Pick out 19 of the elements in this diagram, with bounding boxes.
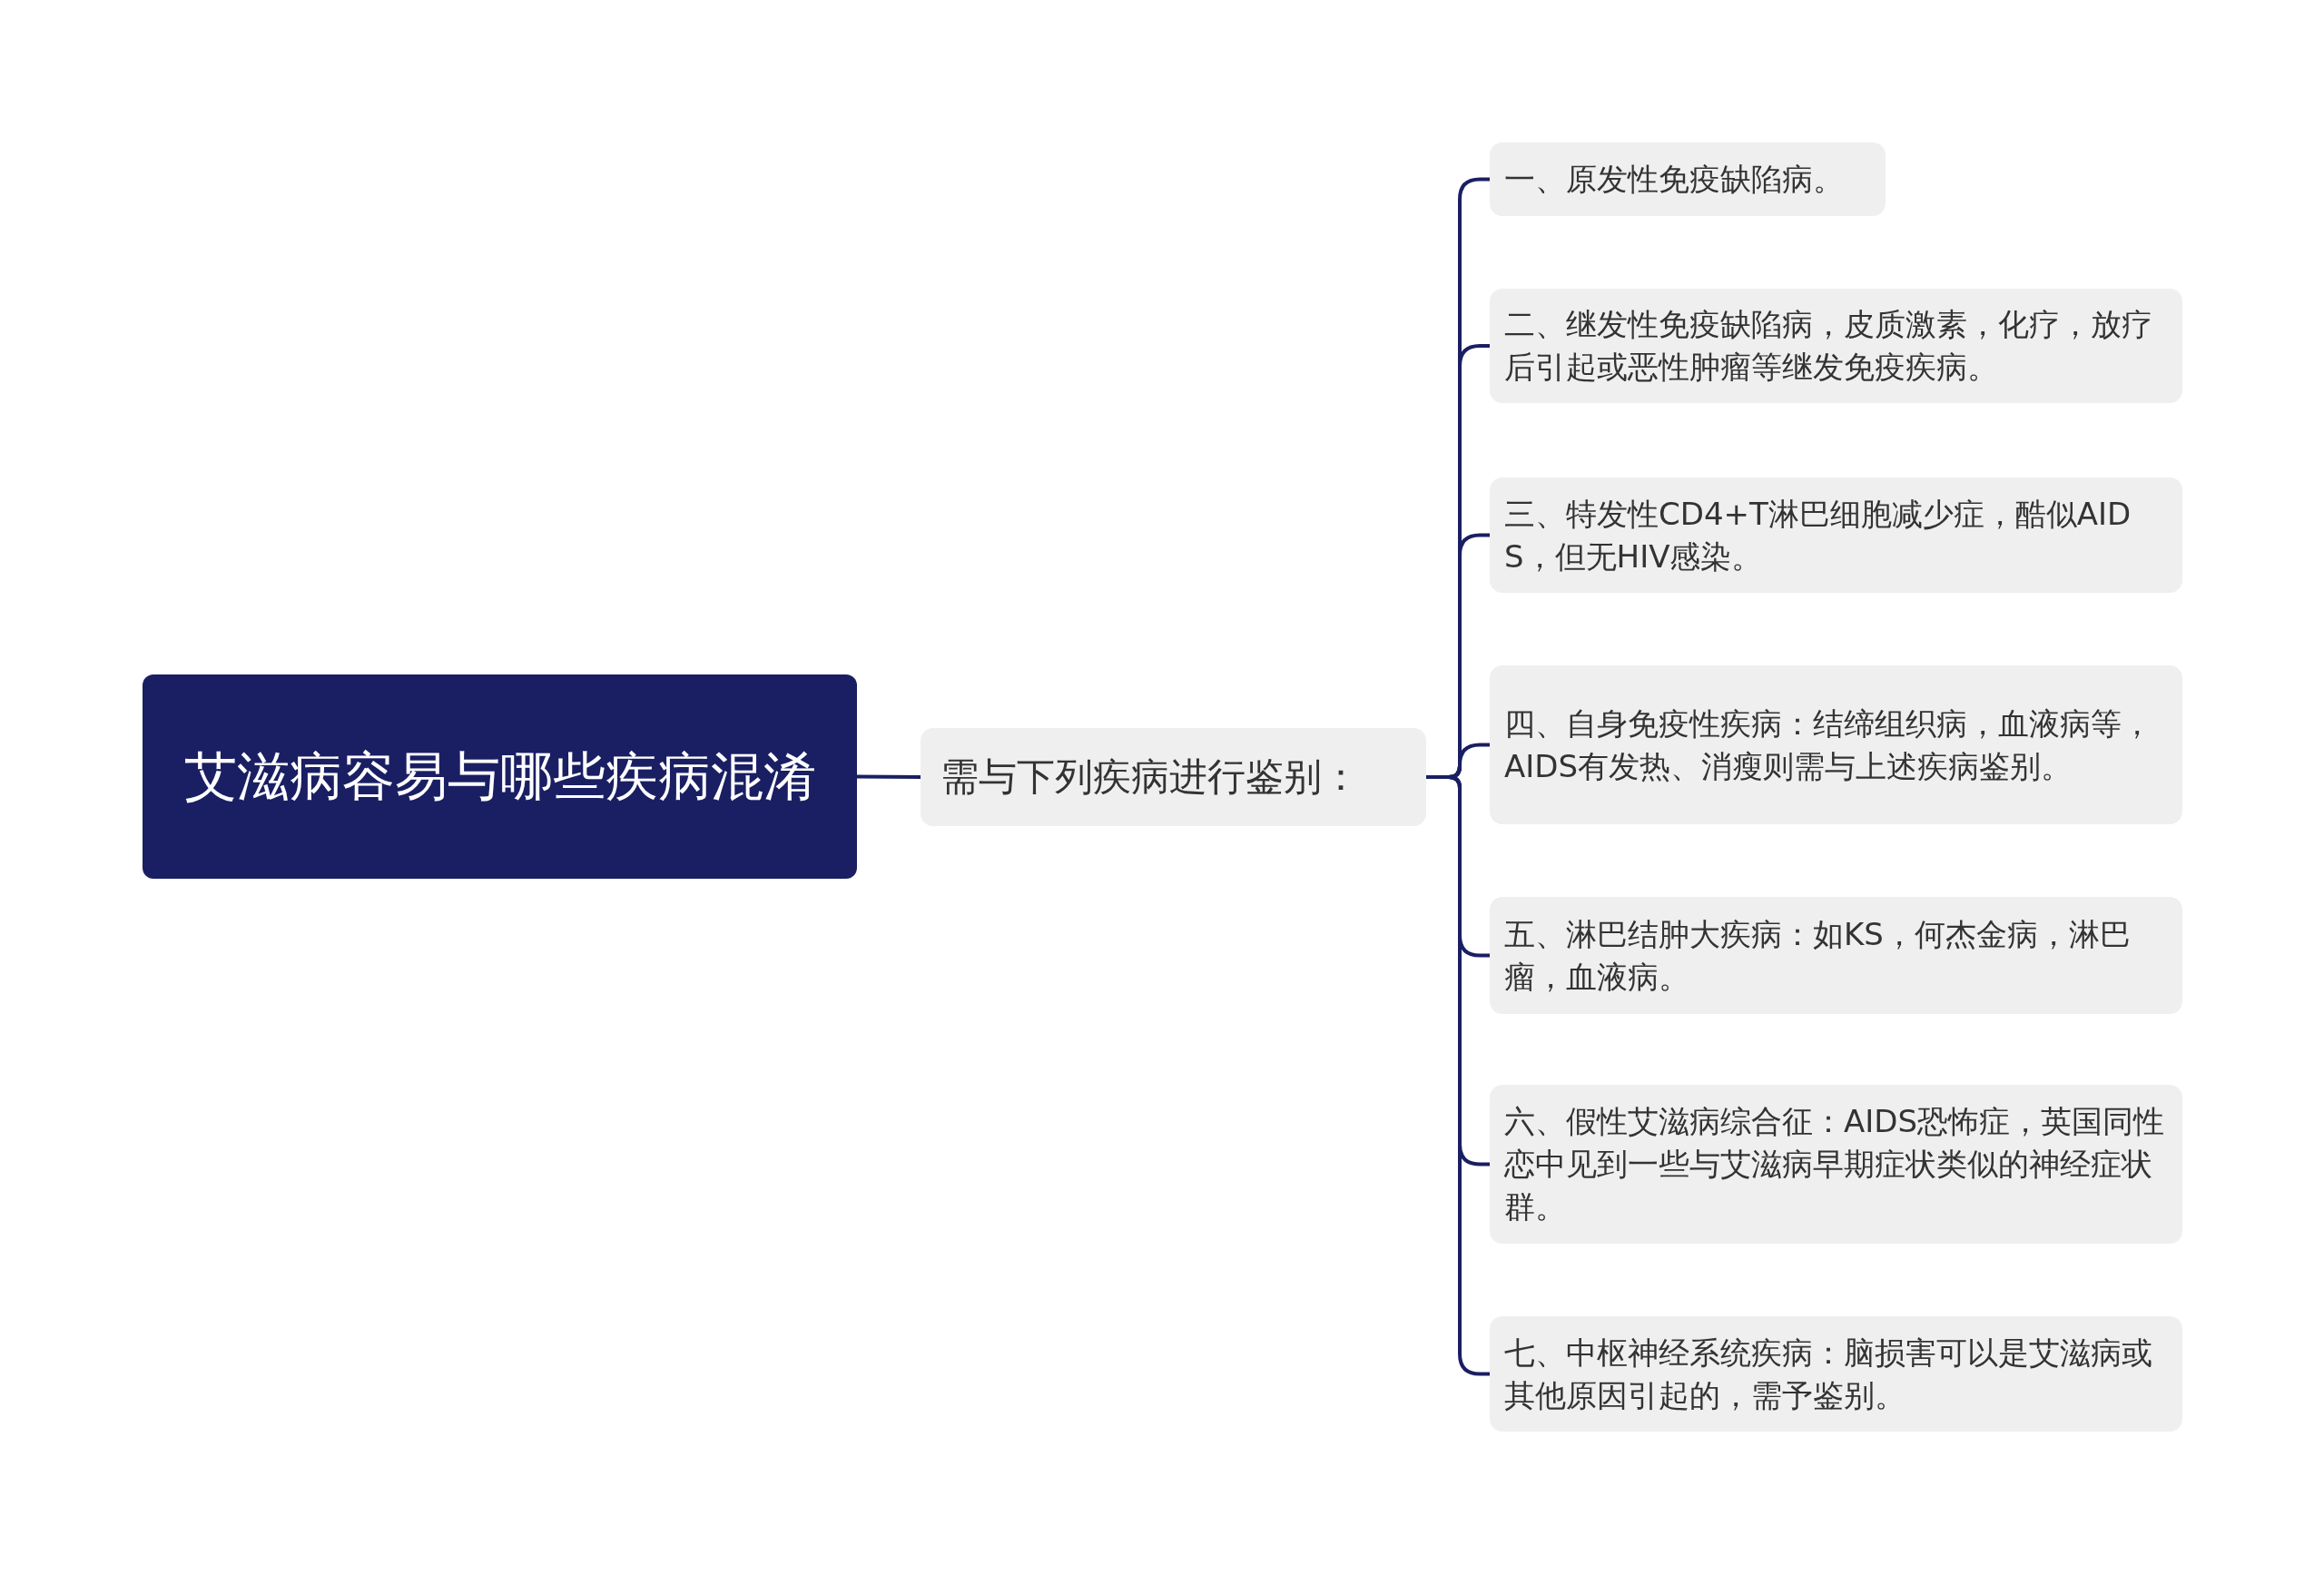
- node-text: 需与下列疾病进行鉴别：: [940, 753, 1360, 801]
- branch-box: [921, 728, 1426, 826]
- node-text: 三、特发性CD4+T淋巴细胞减少症，酷似AIDS，但无HIV感染。: [1504, 494, 2132, 576]
- leaf-box: [1490, 665, 2182, 824]
- leaf-box: [1490, 477, 2182, 593]
- node-text: 四、自身免疫性疾病：结缔组织病，血液病等，AIDS有发热、消瘦则需与上述疾病鉴别。: [1504, 704, 2153, 786]
- topic-box: [143, 674, 857, 879]
- leaf-box: [1490, 289, 2182, 403]
- node-text: 一、原发性免疫缺陷病。: [1504, 160, 1844, 200]
- leaf-box: [1490, 143, 1886, 216]
- node-text: 艾滋病容易与哪些疾病混淆: [183, 744, 816, 810]
- node-text: 六、假性艾滋病综合征：AIDS恐怖症，英国同性恋中见到一些与艾滋病早期症状类似的神经症状群。: [1504, 1102, 2166, 1226]
- node-text: 五、淋巴结肿大疾病：如KS，何杰金病，淋巴瘤，血液病。: [1504, 914, 2132, 997]
- leaf-box: [1490, 1085, 2182, 1244]
- leaf-box: [1490, 897, 2182, 1014]
- node-text: 二、继发性免疫缺陷病，皮质激素，化疗，放疗后引起或恶性肿瘤等继发免疫疾病。: [1504, 305, 2153, 387]
- connector-line: [857, 774, 921, 779]
- leaf-box: [1490, 1316, 2182, 1432]
- node-text: 七、中枢神经系统疾病：脑损害可以是艾滋病或其他原因引起的，需予鉴别。: [1504, 1333, 2153, 1415]
